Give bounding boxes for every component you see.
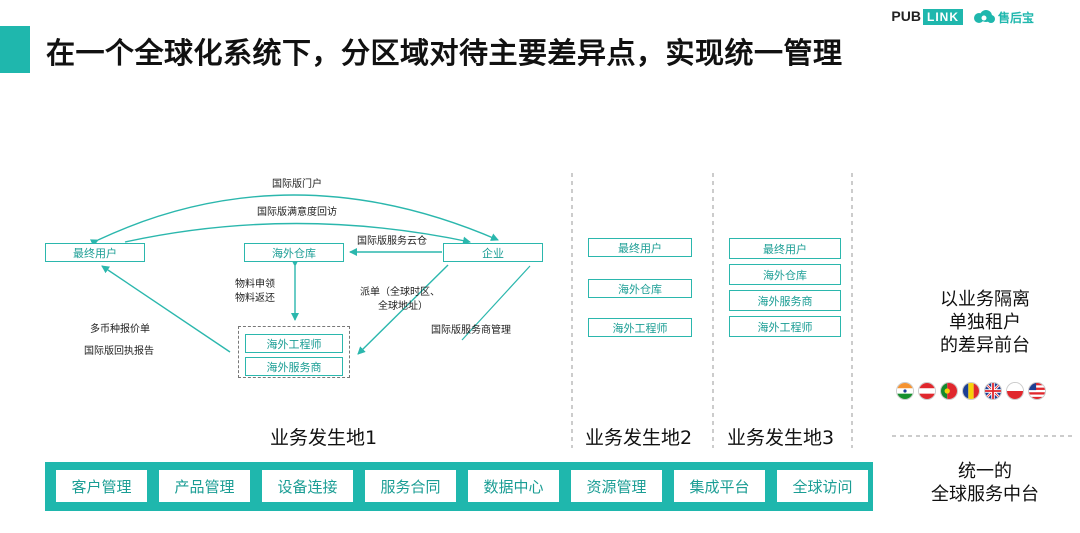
module-product-management: 产品管理 [159,470,250,502]
middle-line-1: 统一的 [958,461,1012,482]
country-flags [896,382,1046,400]
frontend-line-2: 单独租户 [949,312,1021,333]
material-request-label: 物料申领 [235,279,275,290]
usa-flag-icon [1028,382,1046,400]
module-integration-platform: 集成平台 [674,470,765,502]
region1-name: 业务发生地1 [270,427,378,449]
uk-flag-icon [984,382,1002,400]
engineer-provider-group [238,326,350,378]
poland-flag-icon [1006,382,1024,400]
region3-engineer-box: 海外工程师 [729,316,841,337]
receipt-label: 国际版回执报告 [84,346,154,357]
service-cloud-label: 国际版服务云仓 [357,236,427,247]
frontend-line-3: 的差异前台 [940,335,1030,356]
dispatch-label-line2: 全球地址） [378,301,428,312]
global-service-platform-bar: 客户管理 产品管理 设备连接 服务合同 数据中心 资源管理 集成平台 全球访问 [45,462,873,511]
region3-warehouse-box: 海外仓库 [729,264,841,285]
region2-end-user-box: 最终用户 [588,238,692,257]
portal-arrow [89,194,499,247]
region3-end-user-box: 最终用户 [729,238,841,259]
enterprise-box: 企业 [443,243,543,262]
satisfaction-label: 国际版满意度回访 [257,207,337,218]
engineer-box: 海外工程师 [245,334,343,353]
dispatch-label-line1: 派单（全球时区、 [360,287,440,298]
cloud-logo-icon [973,10,995,23]
middle-platform-description: 统一的 全球服务中台 [910,460,1060,506]
austria-flag-icon [918,382,936,400]
service-provider-box: 海外服务商 [245,357,343,376]
logo-brand-text: 售后宝 [997,10,1034,25]
module-customer-management: 客户管理 [56,470,147,502]
provider-mgmt-arrow [461,265,531,341]
material-return-label: 物料返还 [235,293,275,304]
provider-mgmt-label: 国际版服务商管理 [431,325,511,336]
module-service-contract: 服务合同 [365,470,456,502]
romania-flag-icon [962,382,980,400]
middle-line-2: 全球服务中台 [931,484,1039,505]
title-accent-bar [0,26,30,73]
dispatch-arrow [357,264,449,355]
portal-label: 国际版门户 [272,179,322,190]
region2-name: 业务发生地2 [585,427,693,449]
region2-engineer-box: 海外工程师 [588,318,692,337]
frontend-description: 以业务隔离 单独租户 的差异前台 [910,288,1060,357]
logo-pub-text: PUB [891,8,921,24]
shouhoubao-logo: 售后宝 [973,9,1034,26]
page-title: 在一个全球化系统下，分区域对待主要差异点，实现统一管理 [46,36,843,70]
receipt-arrow [101,265,231,353]
region2-warehouse-box: 海外仓库 [588,279,692,298]
module-data-center: 数据中心 [468,470,559,502]
frontend-line-1: 以业务隔离 [940,289,1030,310]
region3-service-provider-box: 海外服务商 [729,290,841,311]
portugal-flag-icon [940,382,958,400]
logo-link-text: LINK [922,9,963,25]
quote-label: 多币种报价单 [90,324,150,335]
module-global-access: 全球访问 [777,470,868,502]
india-flag-icon [896,382,914,400]
warehouse-box: 海外仓库 [244,243,344,262]
module-device-connection: 设备连接 [262,470,353,502]
end-user-box: 最终用户 [45,243,145,262]
region3-name: 业务发生地3 [727,427,835,449]
satisfaction-arrow [124,222,471,245]
module-resource-management: 资源管理 [571,470,662,502]
